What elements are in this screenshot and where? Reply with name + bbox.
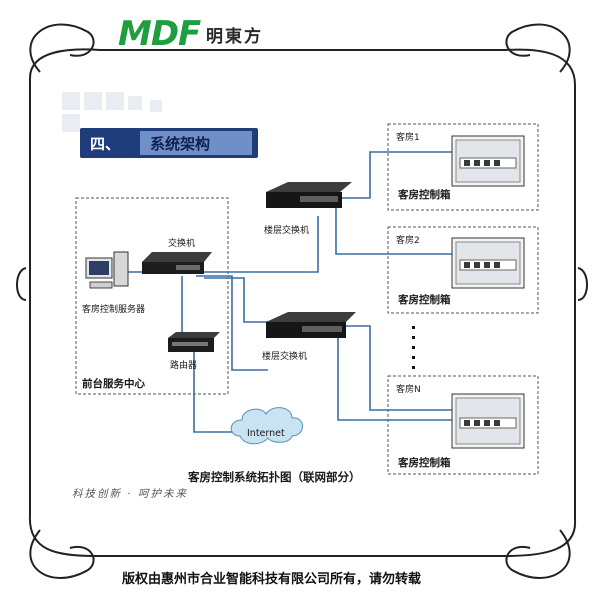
section-title-tab bbox=[140, 131, 252, 155]
link-floor1-room2 bbox=[335, 206, 452, 255]
link-core-floor2-a bbox=[196, 275, 268, 371]
boxN-label: 客房控制箱 bbox=[398, 457, 451, 469]
section-number: 四、 bbox=[90, 135, 121, 153]
core-switch-label: 交换机 bbox=[168, 239, 196, 249]
brand-name: 明東方 bbox=[206, 27, 263, 47]
decorative-frame bbox=[16, 23, 588, 579]
decorative-squares bbox=[62, 92, 162, 132]
server-label: 客房控制服务器 bbox=[82, 305, 146, 315]
link-floor2-roomN bbox=[337, 330, 452, 421]
slogan: 科技创新 · 呵护未来 bbox=[72, 488, 189, 500]
room1-box bbox=[387, 123, 539, 211]
section-title: 系统架构 bbox=[150, 135, 211, 153]
brand-logo: MDF bbox=[118, 14, 201, 54]
roomN-label: 客房N bbox=[396, 385, 421, 395]
internet-label: Internet bbox=[247, 428, 285, 439]
control-box-1 bbox=[451, 135, 525, 187]
server-device bbox=[85, 251, 129, 289]
floor-switch-2-device bbox=[266, 312, 356, 338]
room1-label: 客房1 bbox=[396, 133, 420, 143]
floor-switch-1-device bbox=[266, 182, 352, 208]
floor-switch-2-label: 楼层交换机 bbox=[262, 352, 308, 362]
front-desk-box bbox=[75, 197, 229, 395]
link-floor1-room1 bbox=[330, 151, 452, 199]
link-core-floor1 bbox=[190, 216, 319, 273]
roomN-box bbox=[387, 375, 539, 475]
group-boxes bbox=[75, 123, 539, 475]
front-desk-label: 前台服务中心 bbox=[82, 378, 145, 390]
router-label: 路由器 bbox=[170, 361, 198, 371]
core-switch-device bbox=[142, 252, 212, 274]
router-device bbox=[168, 332, 220, 352]
room2-label: 客房2 bbox=[396, 236, 420, 246]
internet-cloud bbox=[230, 407, 303, 445]
link-floor2-roomN-b bbox=[344, 325, 452, 411]
box2-label: 客房控制箱 bbox=[398, 294, 451, 306]
room2-box bbox=[387, 226, 539, 314]
floor-switch-1-label: 楼层交换机 bbox=[264, 226, 310, 236]
copyright-notice: 版权由惠州市合业智能科技有限公司所有，请勿转载 bbox=[122, 572, 422, 587]
box1-label: 客房控制箱 bbox=[398, 189, 451, 201]
diagram-caption: 客房控制系统拓扑图（联网部分） bbox=[188, 470, 361, 484]
link-router-internet bbox=[193, 352, 236, 433]
link-core-floor2-b bbox=[204, 277, 290, 323]
control-box-2 bbox=[451, 237, 525, 289]
control-box-n bbox=[451, 393, 525, 449]
ellipsis-dots bbox=[412, 326, 415, 369]
